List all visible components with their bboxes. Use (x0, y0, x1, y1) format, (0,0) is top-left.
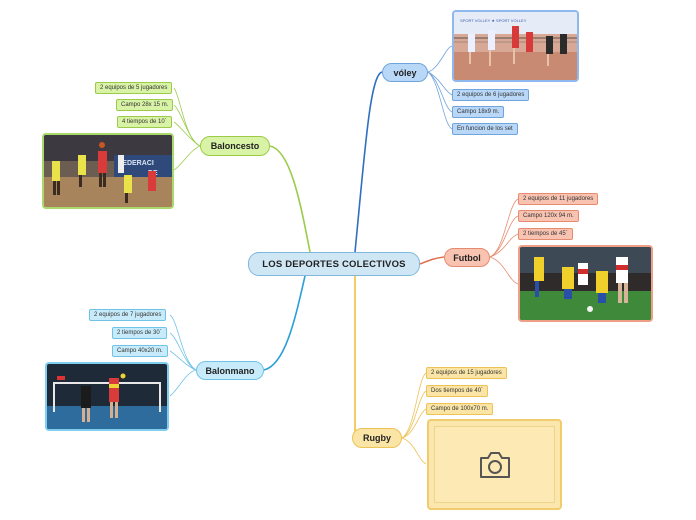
camera-icon (478, 450, 512, 480)
topic-rugby[interactable]: Rugby (352, 428, 402, 448)
link-root-voley (355, 72, 382, 252)
image-placeholder-rugby[interactable] (427, 419, 562, 510)
fact-baloncesto-1[interactable]: 2 equipos de 5 jugadores (95, 82, 172, 94)
topic-voley-label: vóley (393, 68, 416, 78)
svg-text:SPORT VOLLEY ★ SPORT VOLLEY: SPORT VOLLEY ★ SPORT VOLLEY (460, 18, 527, 23)
fact-rugby-1[interactable]: 2 equipos de 15 jugadores (426, 367, 507, 379)
image-voley[interactable]: SPORT VOLLEY ★ SPORT VOLLEY (452, 10, 579, 82)
football-photo (520, 247, 651, 320)
fact-balonmano-2[interactable]: 2 tiempos de 30´ (112, 327, 167, 339)
link-root-baloncesto (270, 146, 310, 252)
fact-balonmano-1[interactable]: 2 equipos de 7 jugadores (89, 309, 166, 321)
topic-baloncesto[interactable]: Baloncesto (200, 136, 270, 156)
basketball-photo: FEDERACI DE (44, 135, 172, 207)
fact-futbol-3[interactable]: 2 tiempos de 45´ (518, 228, 573, 240)
fact-voley-2[interactable]: Campo 18x9 m. (452, 106, 504, 118)
fact-rugby-3[interactable]: Campo de 100x70 m. (426, 403, 493, 415)
topic-voley[interactable]: vóley (382, 63, 428, 82)
root-topic-label: LOS DEPORTES COLECTIVOS (262, 259, 405, 270)
topic-futbol[interactable]: Futbol (444, 248, 490, 267)
fact-voley-1[interactable]: 2 equipos de 6 jugadores (452, 89, 529, 101)
topic-baloncesto-label: Baloncesto (211, 141, 260, 151)
fact-voley-3[interactable]: En funcion de los set (452, 123, 518, 135)
volleyball-photo: SPORT VOLLEY ★ SPORT VOLLEY (454, 12, 577, 80)
image-futbol[interactable] (518, 245, 653, 322)
image-baloncesto[interactable]: FEDERACI DE (42, 133, 174, 209)
fact-rugby-2[interactable]: Dos tiempos de 40´ (426, 385, 488, 397)
fact-futbol-1[interactable]: 2 equipos de 11 jugadores (518, 193, 598, 205)
root-topic[interactable]: LOS DEPORTES COLECTIVOS (248, 252, 420, 276)
fact-balonmano-3[interactable]: Campo 40x20 m. (112, 345, 168, 357)
topic-rugby-label: Rugby (363, 433, 391, 443)
fact-baloncesto-3[interactable]: 4 tiempos de 10´ (117, 116, 172, 128)
link-root-futbol (420, 257, 444, 264)
link-root-balonmano (264, 276, 305, 370)
fact-baloncesto-2[interactable]: Campo 28x 15 m. (116, 99, 173, 111)
image-placeholder-inner (434, 426, 555, 503)
topic-balonmano-label: Balonmano (205, 366, 254, 376)
image-balonmano[interactable] (45, 362, 169, 431)
topic-futbol-label: Futbol (453, 253, 481, 263)
handball-photo (47, 364, 167, 429)
topic-balonmano[interactable]: Balonmano (196, 361, 264, 380)
fact-futbol-2[interactable]: Campo 120x 94 m. (518, 210, 579, 222)
